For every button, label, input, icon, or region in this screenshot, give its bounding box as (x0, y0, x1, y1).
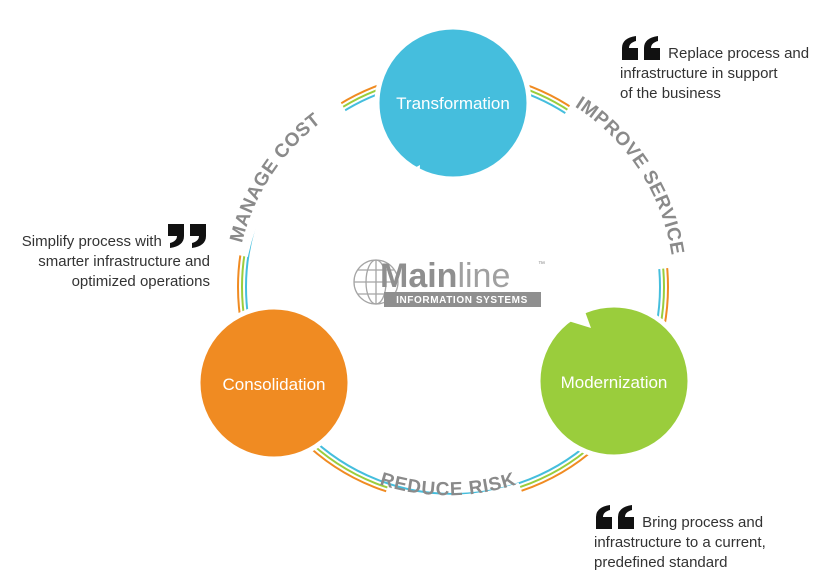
quote-transformation-line1: Replace process and (620, 36, 825, 64)
globe-icon (353, 259, 399, 305)
node-label-consolidation: Consolidation (222, 375, 325, 394)
node-pointer-transformation (398, 165, 420, 186)
quote-transformation: Replace process and infrastructure in su… (620, 36, 825, 104)
quote-transformation-line3: of the business (620, 85, 721, 102)
quote-transformation-line2: infrastructure in support (620, 65, 778, 82)
arc-label-gaps (228, 101, 678, 515)
node-pointer-consolidation (352, 368, 367, 399)
node-label-modernization: Modernization (561, 373, 668, 392)
quote-transformation-text1: Replace process and (668, 45, 810, 62)
quote-consolidation-text1: Simplify process with (21, 233, 162, 250)
logo-wordmark: Mainline (380, 257, 510, 295)
quote-modernization-line2: infrastructure to a current, (594, 534, 766, 551)
open-quote-icon (622, 36, 660, 60)
logo-subtitle-bar (384, 292, 541, 307)
logo-brand-light: line (457, 257, 510, 295)
logo-trademark: ™ (538, 261, 545, 268)
node-consolidation: Consolidation (195, 304, 367, 462)
quote-consolidation-line3: optimized operations (71, 273, 210, 290)
quote-modernization-text1: Bring process and (642, 514, 764, 531)
node-transformation-circle (374, 24, 532, 182)
node-transformation: Transformation (374, 24, 532, 186)
mainline-logo: Mainline ™ INFORMATION SYSTEMS (353, 257, 545, 307)
node-modernization-circle (535, 302, 693, 460)
logo-subtitle: INFORMATION SYSTEMS (396, 295, 528, 306)
open-quote-icon (596, 505, 634, 529)
close-quote-icon (168, 224, 206, 248)
node-modernization: Modernization (535, 302, 693, 460)
quote-modernization-line3: predefined standard (594, 554, 728, 571)
logo-brand-bold: Main (380, 257, 457, 295)
node-pointer-modernization (565, 306, 591, 328)
quote-consolidation-line1: Simplify process with (0, 224, 210, 252)
node-label-transformation: Transformation (396, 94, 510, 113)
arc-label-manage-cost: MANAGE COST (226, 109, 324, 244)
quote-modernization-line1: Bring process and (594, 505, 804, 533)
quote-consolidation-line2: smarter infrastructure and (38, 253, 210, 270)
node-consolidation-circle (195, 304, 353, 462)
quote-modernization: Bring process and infrastructure to a cu… (594, 505, 804, 573)
quote-consolidation: Simplify process with smarter infrastruc… (0, 224, 210, 292)
